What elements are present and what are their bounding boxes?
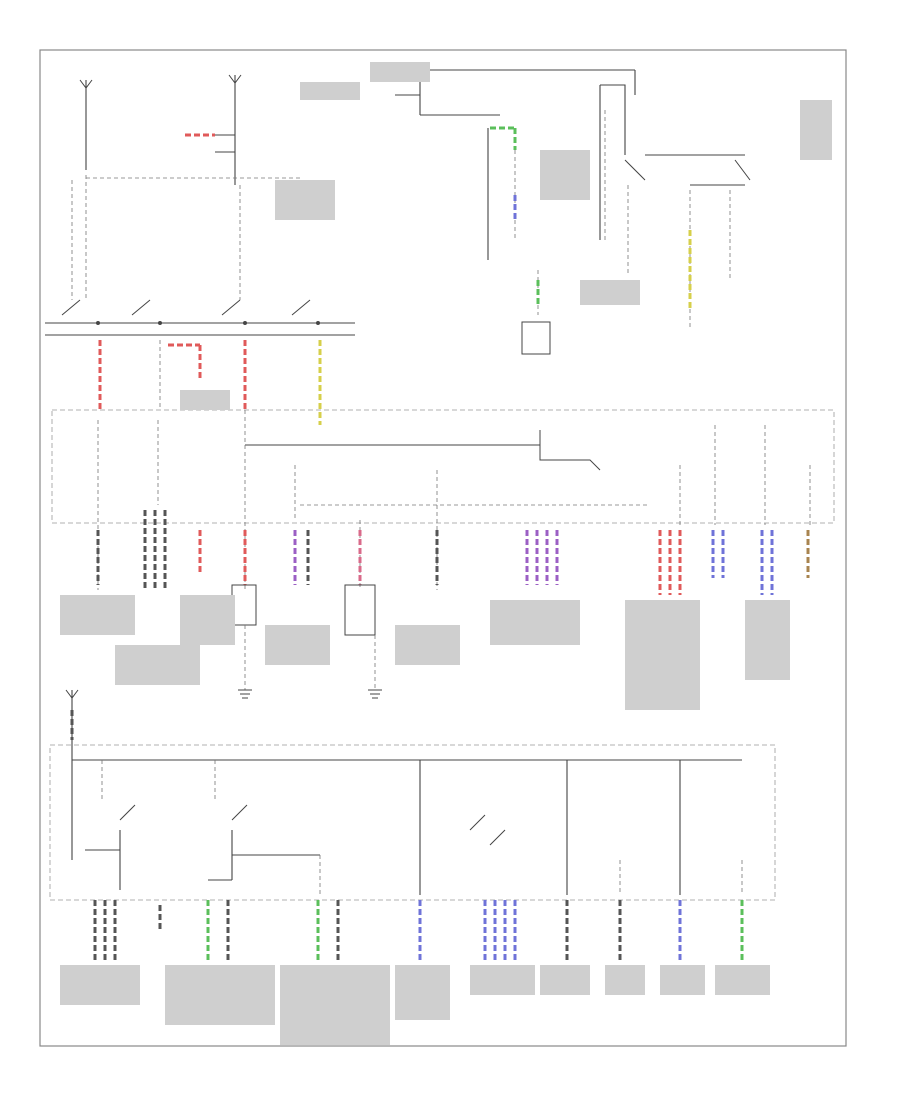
switch-contact-icon [221,299,241,316]
ignition-feed-column [86,74,300,300]
lower-outputs [93,900,744,960]
switch-contact-icon [291,299,311,316]
ground-symbol-icon [368,689,382,699]
fuse-icon [79,79,93,89]
switch-contact-icon [624,159,646,181]
mid-relays [231,584,382,699]
battery-feed-column [71,79,93,300]
switch-contact-icon [119,804,136,821]
fuse-row [97,410,811,590]
lower-fuses [85,760,743,895]
connector-icon [521,321,551,355]
accessory-relay-feed [98,321,551,425]
fuse-box-boundary [51,409,835,524]
relay-coil-icon [344,584,376,636]
switch-contact-icon [61,299,81,316]
switch-contact-icon [131,299,151,316]
switch-contact-icon [539,430,601,471]
diagram-border [39,49,847,1047]
ground-symbol-icon [238,689,252,699]
illegible-label-marks [60,62,832,1045]
switch-contact-icon [734,159,751,181]
fuse-box-outputs [96,510,810,595]
fuse-icon [65,689,79,699]
relay-coil-icon [231,584,257,626]
junction-block-boundary [49,744,776,901]
ignition-switch-row [45,299,355,336]
switch-contact-icon [469,814,506,846]
switch-contact-icon [231,804,248,821]
fuse-icon [228,74,242,84]
lower-feed [65,689,742,860]
top-right-switches [395,69,751,330]
